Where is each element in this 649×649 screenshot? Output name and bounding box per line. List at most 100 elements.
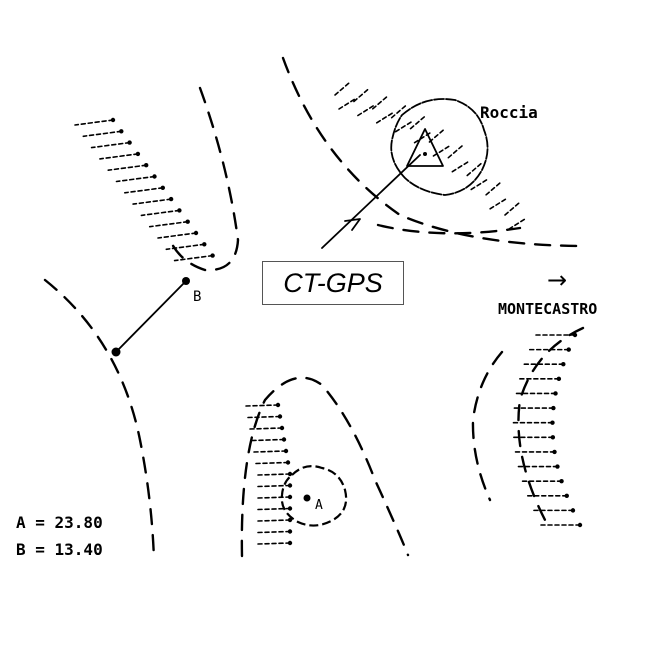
hatch-tick — [447, 144, 464, 159]
hatch-tick — [253, 450, 287, 453]
hatch-tick — [165, 243, 206, 251]
distance-b-text: B = 13.40 — [16, 540, 103, 559]
hatch-dot — [564, 493, 569, 498]
upper-left-curve — [168, 86, 240, 272]
town-direction-arrow: → — [547, 266, 568, 294]
hatch-dot — [210, 253, 215, 258]
hatch-tick — [485, 182, 501, 196]
hatch-tick — [257, 496, 291, 499]
bottom-lobe-outline — [240, 376, 410, 558]
gps-station-dot — [423, 152, 427, 156]
hatch-tick — [371, 96, 388, 110]
hatch-dot — [185, 219, 190, 224]
hatch-tick — [90, 141, 131, 149]
hatch-tick — [257, 484, 291, 488]
point-a-marker — [303, 494, 311, 502]
hatch-dot — [160, 185, 165, 190]
hatch-tick — [257, 473, 291, 476]
hatch-dot — [570, 508, 576, 513]
hatch-tick — [124, 187, 164, 194]
hatch-dot — [152, 174, 157, 179]
hatch-tick — [375, 112, 394, 124]
hatch-dot — [555, 464, 560, 469]
hatch-tick — [74, 119, 114, 126]
distance-a-text: A = 23.80 — [16, 513, 103, 532]
hatch-tick — [504, 202, 520, 216]
hatch-dot — [202, 242, 207, 247]
hatch-tick — [107, 164, 147, 171]
hatch-tick — [251, 438, 285, 442]
hatch-tick — [257, 542, 291, 545]
hatch-dot — [287, 540, 293, 546]
hatch-dot — [285, 460, 291, 465]
hatch-tick — [247, 415, 281, 419]
rock-outline — [390, 98, 489, 196]
hatch-tick — [245, 404, 279, 407]
hatch-dot — [281, 437, 287, 442]
hatch-dot — [572, 332, 578, 338]
hatch-tick — [390, 104, 407, 119]
hatch-tick — [409, 115, 426, 130]
hatch-tick — [394, 120, 413, 133]
hatch-tick — [173, 254, 214, 262]
station-pointer-line — [321, 154, 421, 249]
hatch-tick — [82, 130, 123, 138]
hatch-tick — [148, 220, 189, 228]
hatch-dot — [275, 402, 281, 408]
hatch-dot — [193, 230, 199, 236]
hatch-dot — [550, 435, 556, 440]
hatch-dot — [561, 362, 566, 367]
hatch-tick — [257, 519, 291, 522]
hatch-tick — [470, 178, 489, 191]
hatch-dot — [553, 391, 558, 396]
hatch-dot — [551, 405, 556, 411]
hatch-tick — [432, 145, 451, 157]
hatch-dot — [283, 448, 289, 454]
hatch-dot — [277, 414, 283, 419]
hatch-tick — [132, 198, 172, 205]
hatch-dot — [119, 129, 124, 134]
hatch-tick — [353, 88, 369, 103]
hatch-tick — [249, 427, 283, 430]
hatch-tick — [489, 198, 507, 210]
hatch-dot — [279, 425, 285, 431]
hatch-tick — [466, 162, 483, 177]
rock-label: Roccia — [480, 103, 538, 122]
hatch-dot — [552, 449, 557, 455]
hatch-dot — [287, 506, 293, 511]
hatch-tick — [451, 160, 470, 173]
hatch-dot — [287, 471, 293, 477]
hatch-tick — [140, 209, 181, 217]
bottom-lobe-hatching — [245, 402, 293, 546]
hatch-dot — [577, 522, 583, 528]
hatch-dot — [556, 376, 562, 382]
hatch-tick — [257, 507, 291, 511]
hatch-tick — [257, 530, 291, 534]
hatch-tick — [357, 104, 375, 117]
hatch-dot — [566, 347, 571, 352]
upper-road-inner — [281, 56, 582, 248]
upper-left-hatching — [74, 117, 215, 262]
measure-line-b — [115, 280, 187, 353]
point-b-label: B — [193, 289, 201, 305]
hatch-dot — [287, 517, 293, 523]
station-pointer-arrowhead — [344, 218, 361, 231]
hatch-dot — [287, 529, 293, 534]
hatch-dot — [287, 483, 293, 488]
station-label-box: CT-GPS — [262, 261, 404, 305]
hatch-tick — [428, 129, 445, 143]
right-road-inner — [517, 326, 585, 522]
hatch-dot — [559, 478, 564, 484]
hatch-tick — [99, 153, 139, 160]
right-road-hatching — [511, 332, 583, 528]
point-a-cluster — [280, 465, 348, 527]
hatch-dot — [550, 420, 555, 425]
hatch-dot — [110, 117, 116, 123]
hatch-tick — [255, 461, 289, 465]
hatch-dot — [168, 196, 174, 202]
left-edge-marker — [111, 347, 121, 357]
town-label: MONTECASTRO — [498, 300, 597, 318]
right-road-outer — [471, 350, 504, 502]
hatch-tick — [508, 218, 526, 230]
